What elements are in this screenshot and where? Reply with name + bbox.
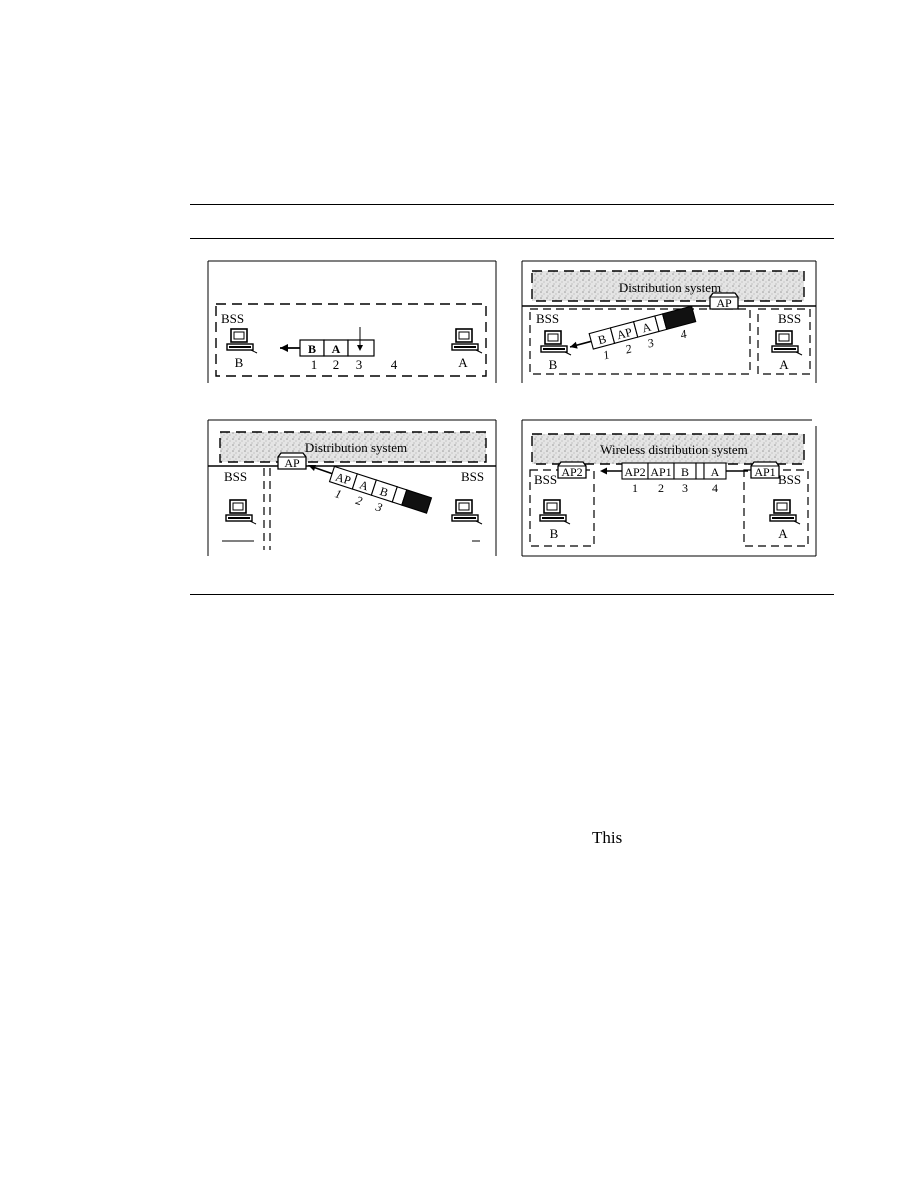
header-rule <box>190 238 834 239</box>
station-b-computer-icon <box>225 499 257 525</box>
frame: B A <box>299 339 375 357</box>
station-b-label: B <box>550 526 559 541</box>
field-number-2: 2 <box>333 357 340 372</box>
frame-field-2: A <box>332 342 341 356</box>
ap-label: AP <box>284 456 300 470</box>
bss-right-label: BSS <box>778 472 801 487</box>
station-a-computer-icon <box>451 328 483 354</box>
frame: AP2 AP1 B A <box>621 462 727 480</box>
bss-left-label: BSS <box>536 311 559 326</box>
station-b-computer-icon <box>226 328 258 354</box>
station-a-label: A <box>779 357 789 372</box>
top-rule <box>190 204 834 205</box>
field-number-3: 3 <box>645 335 655 350</box>
field-number-1: 1 <box>333 486 343 501</box>
ap2-label: AP2 <box>561 465 582 479</box>
station-b-computer-icon <box>539 499 571 525</box>
distribution-system <box>531 270 805 302</box>
field-number-1: 1 <box>602 347 611 362</box>
frame: B AP A 1 2 3 4 <box>569 305 697 362</box>
station-a-label: A <box>458 355 468 370</box>
distribution-system-label: Distribution system <box>619 280 721 295</box>
wireless-distribution-system-label: Wireless distribution system <box>600 442 748 457</box>
bss-left-label: BSS <box>534 472 557 487</box>
field-number-3: 3 <box>682 481 688 495</box>
field-number-1: 1 <box>632 481 638 495</box>
panel-from-ap: Distribution system BSS BSS AP B A B AP … <box>521 260 817 385</box>
field-number-2: 2 <box>624 341 633 356</box>
station-a-computer-icon <box>451 499 483 525</box>
panel-to-ap: Distribution system BSS BSS AP AP A B 1 … <box>207 419 497 558</box>
ap1-label: AP1 <box>754 465 775 479</box>
body-text-fragment: This <box>592 828 623 847</box>
field-number-4: 4 <box>391 357 398 372</box>
frame-field-1: AP2 <box>624 465 645 479</box>
bottom-rule <box>190 594 834 595</box>
frame-field-3: A <box>641 320 653 336</box>
frame-field-1: AP <box>334 470 353 488</box>
distribution-system <box>219 431 487 463</box>
field-number-1: 1 <box>311 357 318 372</box>
frame-field-1: B <box>308 342 316 356</box>
bss-left-label: BSS <box>224 469 247 484</box>
panel-wireless-ds: Wireless distribution system BSS BSS AP2… <box>521 419 817 558</box>
frame-field-2: AP1 <box>650 465 671 479</box>
bss-left-boundary <box>529 308 751 375</box>
field-number-2: 2 <box>354 493 364 508</box>
panel-adhoc: BSS B A B A 1 2 3 4 <box>207 260 497 385</box>
field-number-2: 2 <box>658 481 664 495</box>
station-b-label: B <box>235 355 244 370</box>
bss-boundary <box>215 303 487 377</box>
field-number-4: 4 <box>679 327 688 342</box>
field-number-4: 4 <box>712 481 718 495</box>
station-a-computer-icon <box>771 330 803 356</box>
frame-field-4: A <box>711 465 720 479</box>
field-number-3: 3 <box>373 499 384 514</box>
bss-right-label: BSS <box>778 311 801 326</box>
bss-label: BSS <box>221 311 244 326</box>
ap-label: AP <box>716 296 732 310</box>
distribution-system-label: Distribution system <box>305 440 407 455</box>
station-a-label: A <box>778 526 788 541</box>
frame-field-2: AP <box>615 325 634 343</box>
frame-field-1: B <box>596 332 607 348</box>
field-number-3: 3 <box>356 357 363 372</box>
station-b-label: B <box>549 357 558 372</box>
frame-field-3: B <box>378 484 390 500</box>
bss-right-boundary <box>757 308 811 375</box>
bss-right-label: BSS <box>461 469 484 484</box>
frame-field-3: B <box>681 465 689 479</box>
frame: AP A B 1 2 3 <box>328 465 433 515</box>
station-b-computer-icon <box>540 330 572 356</box>
station-a-computer-icon <box>769 499 801 525</box>
